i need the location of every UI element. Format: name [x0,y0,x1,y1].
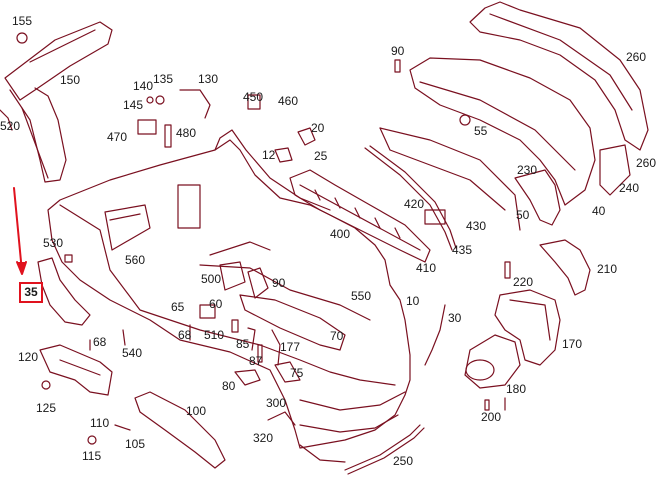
part-label[interactable]: 400 [330,227,351,241]
diffuser-50 [379,57,631,231]
part-label[interactable]: 177 [280,340,301,354]
part-label[interactable]: 250 [393,454,414,468]
bracket-210 [539,239,591,296]
grille-400 [289,169,431,263]
part-label[interactable]: 155 [12,14,33,28]
highlight-box-35[interactable]: 35 [19,282,43,303]
bracket-170 [494,289,561,366]
part-label[interactable]: 85 [236,337,250,351]
part-label[interactable]: 140 [133,79,154,93]
part-label[interactable]: 430 [466,219,487,233]
part-label[interactable]: 110 [90,416,110,430]
highlight-arrow [13,187,27,275]
part-label[interactable]: 20 [311,121,325,135]
part-label[interactable]: 520 [0,119,21,133]
part-label[interactable]: 210 [597,262,618,276]
part-label[interactable]: 55 [474,124,488,138]
bracket-230 [514,169,561,226]
strip-250 [344,424,425,475]
bumper-cover [47,129,411,463]
part-label[interactable]: 460 [278,94,299,108]
spoiler-260 [469,1,649,151]
part-label[interactable]: 30 [448,311,462,325]
part-label[interactable]: 90 [391,44,405,58]
part-label[interactable]: 530 [43,236,64,250]
reflector-180 [464,334,521,389]
part-label[interactable]: 25 [314,149,328,163]
part-label[interactable]: 540 [122,346,143,360]
part-label[interactable]: 150 [60,73,81,87]
carrier-550 [199,241,371,351]
part-label[interactable]: 40 [592,204,606,218]
part-label[interactable]: 230 [517,163,538,177]
bracket-120 [39,344,113,396]
part-label[interactable]: 260 [626,50,647,64]
part-label[interactable]: 560 [125,253,146,267]
part-label[interactable]: 435 [452,243,473,257]
part-label[interactable]: 450 [243,90,264,104]
part-label[interactable]: 130 [198,72,219,86]
part-label[interactable]: 240 [619,181,640,195]
part-label[interactable]: 220 [513,275,534,289]
part-label[interactable]: 125 [36,401,57,415]
part-label[interactable]: 480 [176,126,197,140]
part-label[interactable]: 65 [171,300,185,314]
part-label[interactable]: 105 [125,437,146,451]
part-label[interactable]: 500 [201,272,222,286]
part-label[interactable]: 300 [266,396,287,410]
part-label[interactable]: 80 [222,379,236,393]
strip-410 [364,145,457,251]
part-label[interactable]: 68 [93,335,107,349]
rail-100 [134,391,226,469]
small-parts [16,32,511,445]
part-label[interactable]: 550 [351,289,372,303]
part-label[interactable]: 170 [562,337,583,351]
part-label[interactable]: 12 [262,148,276,162]
part-label[interactable]: 68 [178,328,192,342]
part-label[interactable]: 260 [636,156,656,170]
part-label[interactable]: 70 [330,329,344,343]
part-label[interactable]: 200 [481,410,502,424]
part-label[interactable]: 90 [272,276,286,290]
part-label[interactable]: 120 [18,350,39,364]
part-label[interactable]: 135 [153,72,174,86]
part-label[interactable]: 10 [406,294,420,308]
part-label[interactable]: 115 [82,449,102,463]
part-label[interactable]: 510 [204,328,225,342]
part-label[interactable]: 470 [107,130,128,144]
part-label[interactable]: 145 [123,98,144,112]
part-label[interactable]: 410 [416,261,437,275]
part-label[interactable]: 50 [516,208,530,222]
part-label[interactable]: 420 [404,197,425,211]
bracket-150 [0,21,113,183]
part-label[interactable]: 320 [253,431,274,445]
part-label[interactable]: 100 [186,404,207,418]
strip-30 [424,304,446,366]
strip-320 [267,411,296,426]
part-label[interactable]: 75 [290,366,304,380]
part-label[interactable]: 87 [249,354,263,368]
part-label[interactable]: 60 [209,297,223,311]
part-label[interactable]: 180 [506,382,527,396]
piece-35 [37,257,91,326]
